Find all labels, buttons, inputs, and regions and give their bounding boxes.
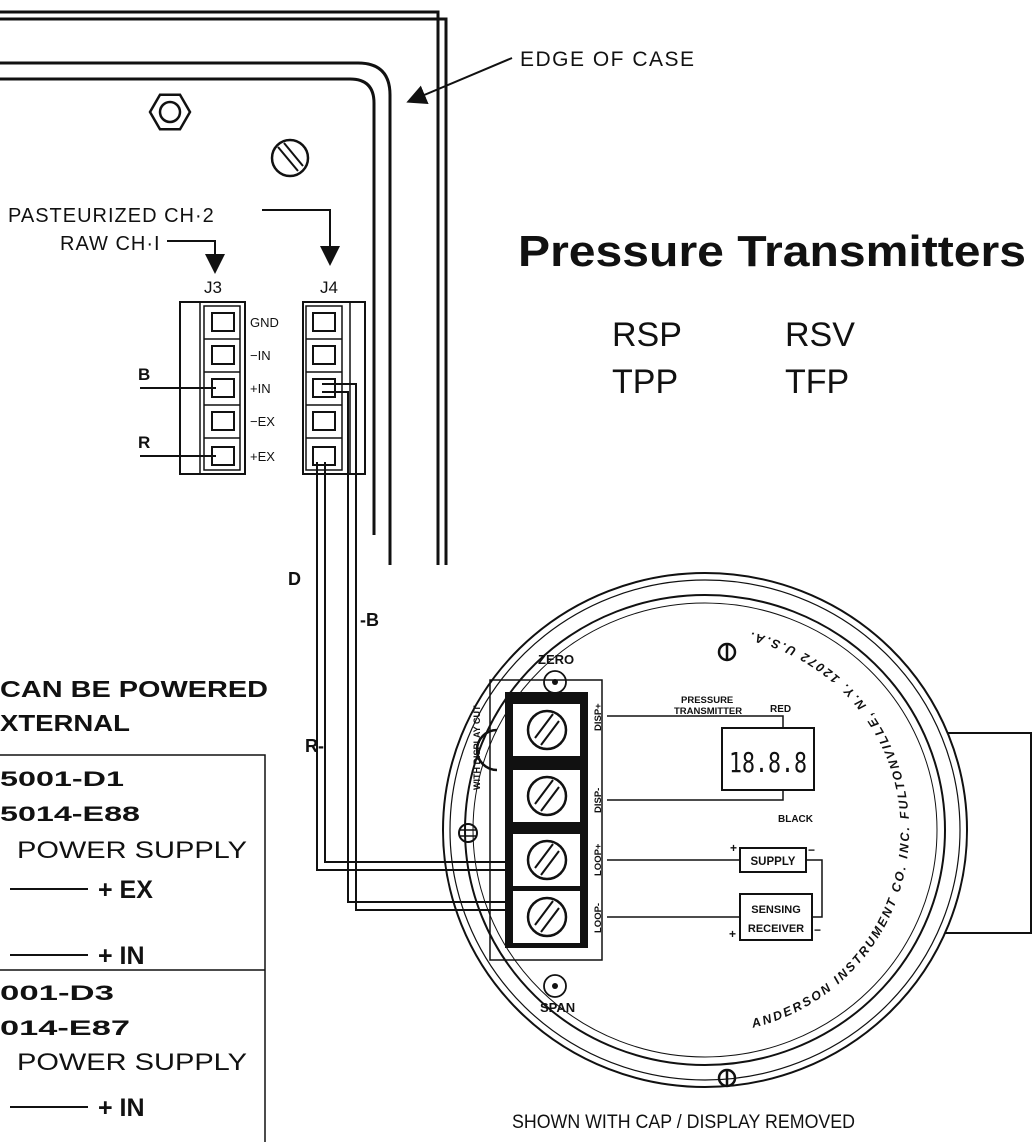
terminal-label-gnd: GND	[250, 315, 279, 330]
span-adjust-icon	[543, 974, 567, 998]
edge-of-case-callout: EDGE OF CASE	[406, 48, 696, 104]
led-display: 18.8.8	[721, 727, 815, 791]
terminal-label-pos-in: +IN	[250, 381, 271, 396]
table-row2-part2: 014-E87	[0, 1017, 130, 1040]
j3-terminal-block	[179, 301, 246, 475]
terminal-screw-disp-pos-icon	[526, 709, 568, 751]
table-row1-connection2: + IN	[98, 942, 145, 970]
display-cut-screw-icon	[458, 823, 478, 843]
transmitter-label: TRANSMITTER	[674, 706, 742, 717]
terminal-screw-loop-pos-icon	[526, 839, 568, 881]
j3-label: J3	[204, 278, 222, 297]
disp-pos-label: DISP+	[593, 703, 604, 731]
figure-caption: SHOWN WITH CAP / DISPLAY REMOVED	[512, 1112, 855, 1133]
terminal-screw-disp-neg-icon	[526, 775, 568, 817]
j4-label: J4	[320, 278, 338, 297]
mounting-screw-top-icon	[717, 642, 737, 662]
cable-neg-b-label: -B	[360, 610, 379, 630]
housing-conduit-boss	[930, 732, 1032, 934]
ch2-leader-arrow	[262, 209, 340, 266]
ch1-leader-arrow	[167, 240, 225, 274]
wire-b-label: B	[138, 365, 150, 384]
disp-neg-wire	[607, 790, 784, 801]
j3-terminal-neg-in	[211, 345, 235, 365]
terminal-label-neg-in: −IN	[250, 348, 271, 363]
loop-neg-label: LOOP-	[593, 903, 604, 933]
model-tpp: TPP	[612, 363, 678, 401]
span-label: SPAN	[540, 1000, 575, 1015]
pressure-label: PRESSURE	[681, 695, 733, 706]
receiver-plus-sign: +	[729, 927, 736, 941]
j3-terminal-neg-ex	[211, 411, 235, 431]
model-rsp: RSP	[612, 316, 682, 354]
disp-pos-wire	[607, 715, 784, 728]
cable-r-neg-label: R-	[305, 736, 324, 756]
table-row2-supply: POWER SUPPLY	[17, 1049, 247, 1076]
power-note-line1: CAN BE POWERED	[0, 676, 268, 702]
receiver-minus-sign: −	[814, 923, 821, 937]
terminal-block-frame	[475, 679, 603, 961]
j4-terminal-block	[302, 301, 366, 475]
black-wire-label: BLACK	[778, 814, 814, 825]
zero-label: ZERO	[538, 652, 574, 667]
page-title: Pressure Transmitters	[518, 227, 1026, 276]
wire-r-label: R	[138, 433, 150, 452]
red-wire-label: RED	[770, 704, 791, 715]
model-tfp: TFP	[785, 363, 849, 401]
supply-plus-sign: +	[730, 841, 737, 855]
mounting-screw-bottom-icon	[717, 1068, 737, 1088]
cable-d-label: D	[288, 569, 301, 589]
table-row1-supply: POWER SUPPLY	[17, 837, 247, 864]
supply-minus-sign: −	[808, 843, 815, 857]
cable-d-r	[316, 462, 505, 871]
receiver-label-line1: SENSING	[751, 904, 801, 916]
table-row1-part1: 5001-D1	[0, 768, 124, 791]
power-table	[0, 754, 266, 1142]
supply-label: SUPPLY	[751, 856, 796, 868]
disp-neg-label: DISP-	[593, 788, 604, 813]
model-rsv: RSV	[785, 316, 855, 354]
power-note-line2: XTERNAL	[0, 710, 130, 736]
table-row1-connection1: + EX	[98, 876, 153, 904]
slotted-screw-icon	[270, 138, 310, 178]
case-outline	[0, 10, 448, 565]
terminal-label-neg-ex: −EX	[250, 414, 275, 429]
display-cut-label: WITH DISPLAY CUT	[472, 705, 482, 790]
receiver-label-line2: RECEIVER	[748, 923, 804, 935]
cable-neg-b	[322, 383, 505, 911]
j3-terminal-gnd	[211, 312, 235, 332]
loop-pos-label: LOOP+	[593, 843, 604, 876]
terminal-screw-loop-neg-icon	[526, 896, 568, 938]
display-readout: 18.8.8	[729, 746, 807, 779]
table-row2-part1: 001-D3	[0, 982, 114, 1005]
supply-return-wire	[806, 859, 823, 918]
loop-terminal-block	[505, 692, 588, 948]
terminal-label-pos-ex: +EX	[250, 449, 275, 464]
raw-channel-label: RAW CH·I	[60, 233, 161, 255]
edge-of-case-label: EDGE OF CASE	[520, 48, 696, 71]
pasteurized-channel-label: PASTEURIZED CH·2	[8, 205, 215, 227]
sensing-receiver-box: SENSING RECEIVER	[739, 893, 813, 941]
hex-nut-icon	[148, 93, 192, 131]
table-row2-connection1: + IN	[98, 1094, 145, 1122]
table-row1-part2: 5014-E88	[0, 803, 140, 826]
